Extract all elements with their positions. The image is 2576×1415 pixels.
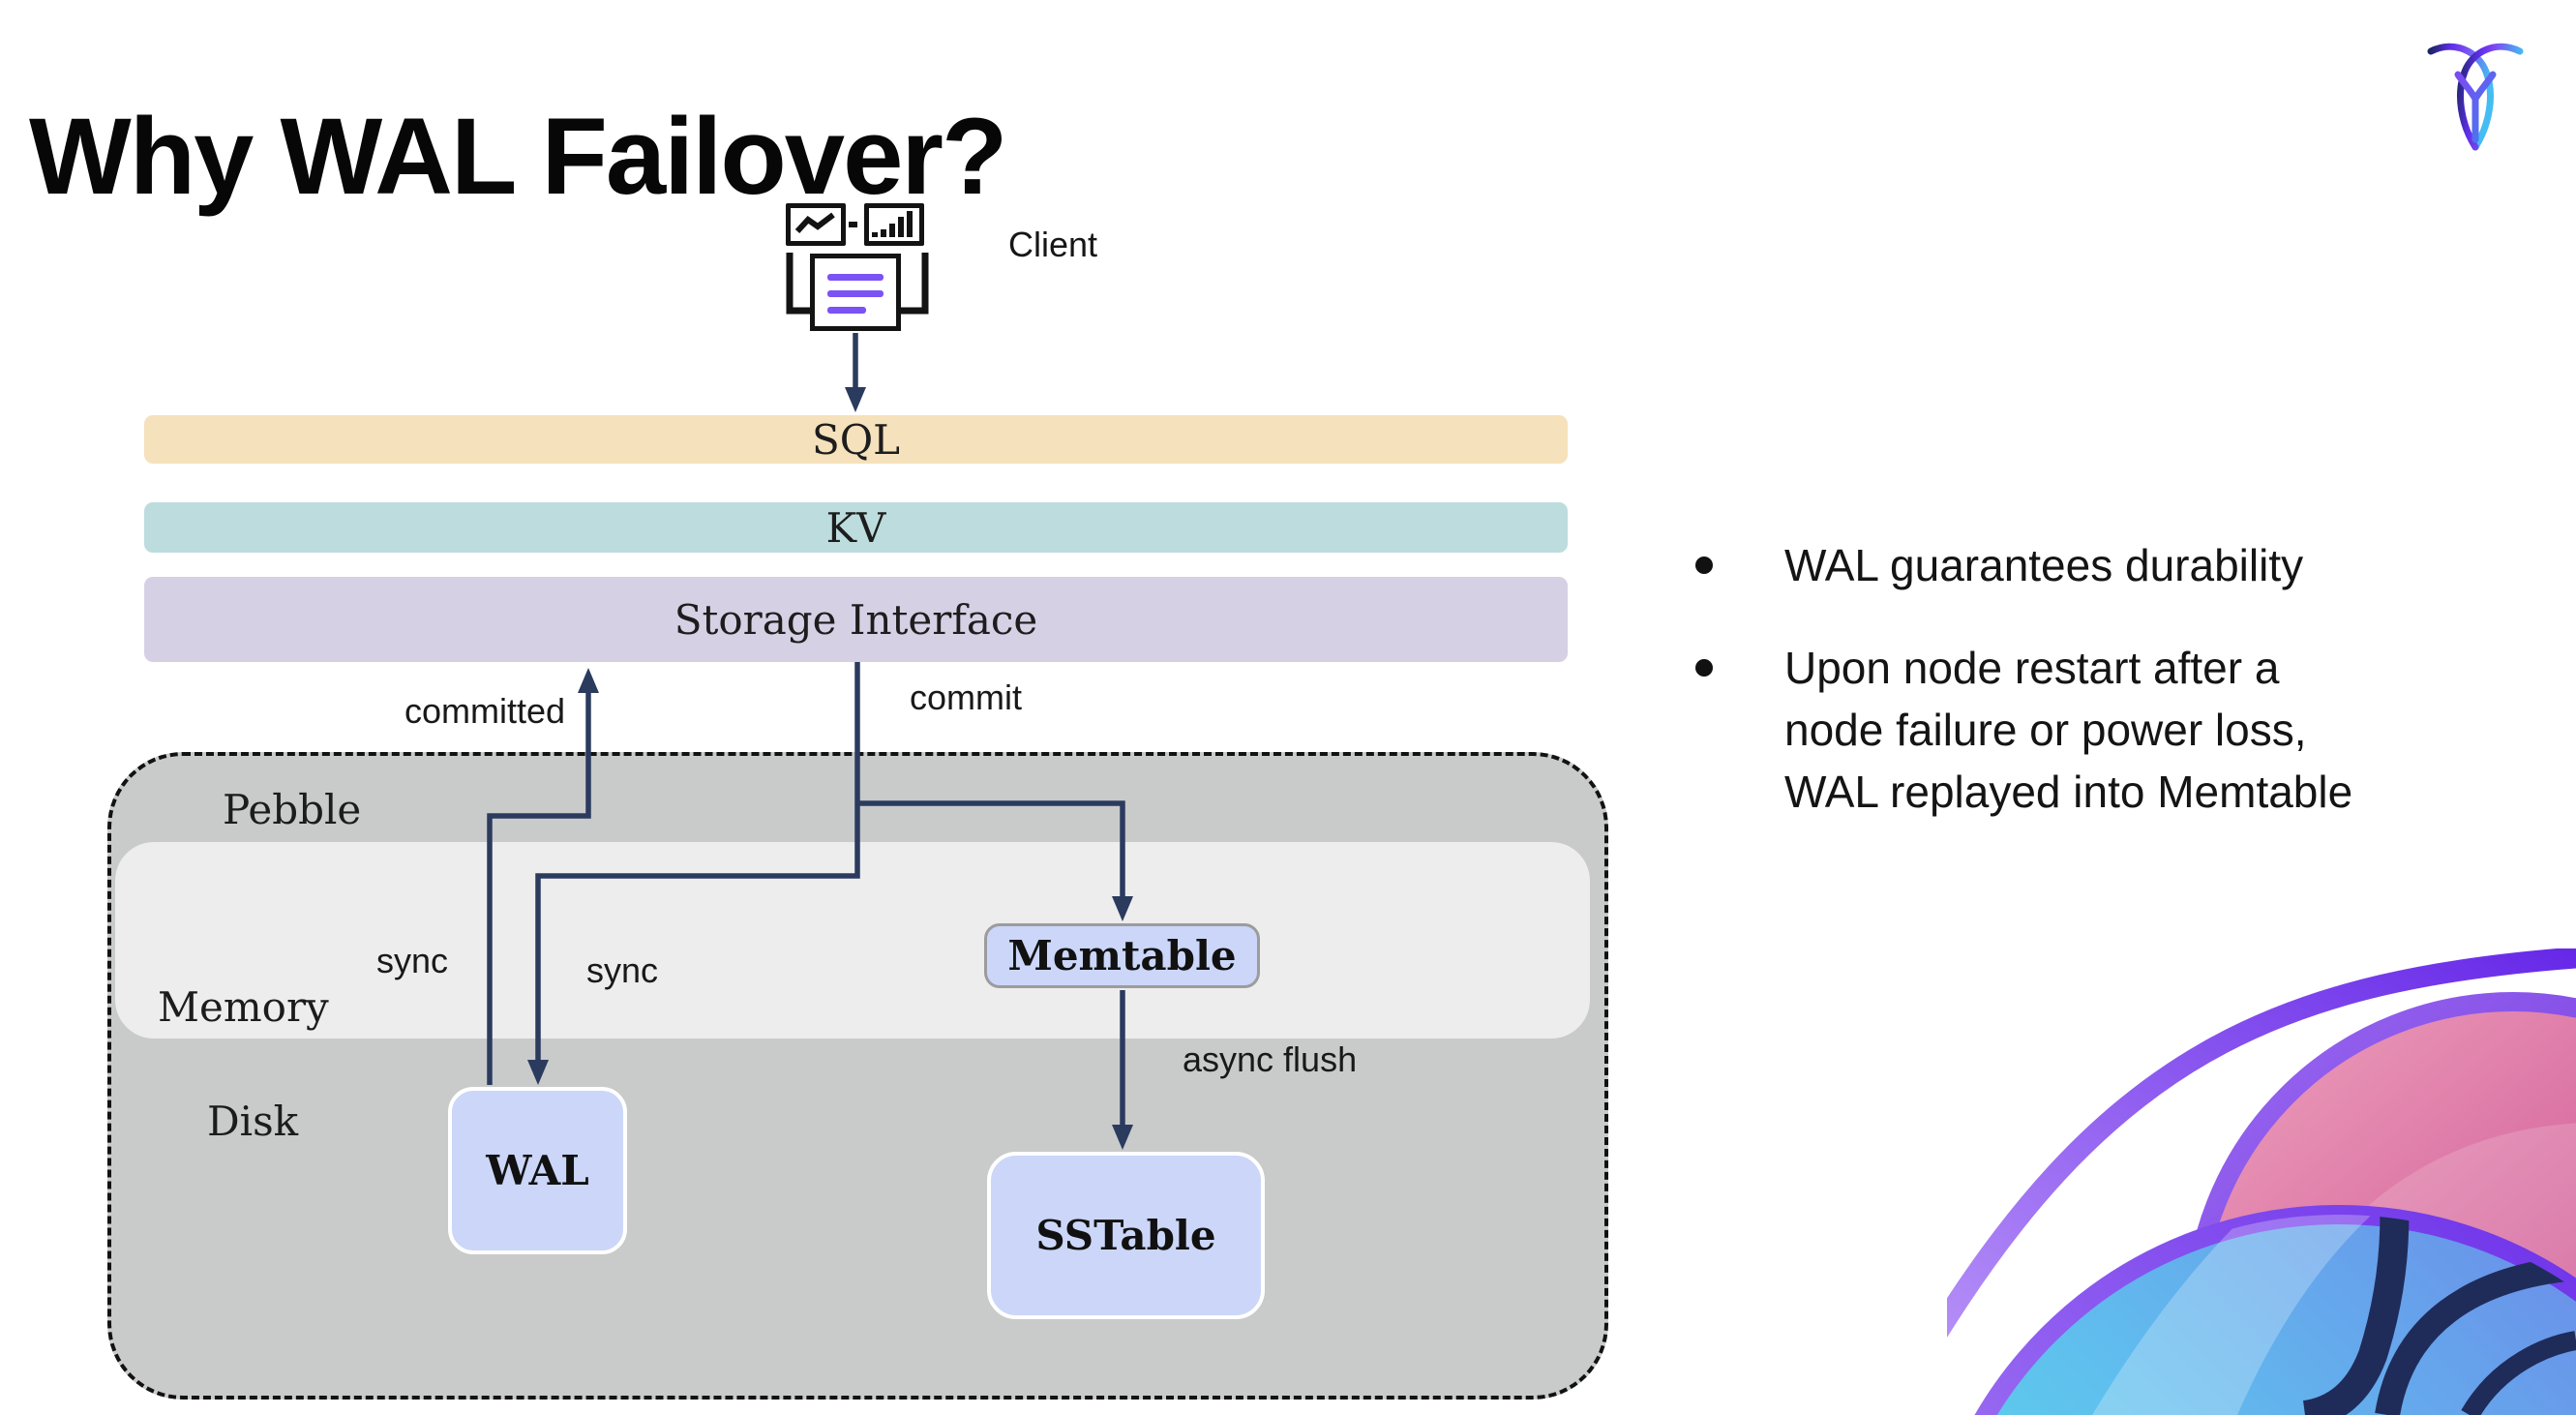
layer-bar-kv: KV: [144, 502, 1568, 553]
layer-label-kv: KV: [825, 503, 886, 552]
client-label: Client: [1008, 225, 1098, 264]
brand-graphic: [1947, 948, 2576, 1415]
layer-label-sql: SQL: [811, 415, 901, 464]
bullet-dot: [1695, 557, 1713, 574]
document-icon: [810, 254, 901, 331]
memtable-box: Memtable: [984, 923, 1260, 988]
bar-chart-icon: [864, 203, 924, 246]
arrowhead-sql: [845, 387, 866, 412]
memory-band: [115, 842, 1590, 1039]
layer-label-storage-interface: Storage Interface: [674, 595, 1038, 644]
sync-wal-edge-label: sync: [376, 941, 449, 980]
bullet-text-replay: Upon node restart after a node failure o…: [1784, 643, 2353, 817]
arrowhead-storage: [578, 668, 599, 693]
bullet-text-durability: WAL guarantees durability: [1784, 540, 2304, 590]
page-title: Why WAL Failover?: [29, 96, 1007, 218]
sync-commit-edge-label: sync: [586, 950, 659, 990]
layer-bar-sql: SQL: [144, 415, 1568, 464]
cockroachdb-logo-icon: [2427, 43, 2524, 151]
wal-box: WAL: [448, 1087, 627, 1254]
wal-label: WAL: [486, 1147, 589, 1194]
bullet-list: WAL guarantees durability Upon node rest…: [1695, 534, 2489, 863]
sstable-box: SSTable: [987, 1152, 1265, 1319]
layer-bar-storage-interface: Storage Interface: [144, 577, 1568, 662]
bullet-item: WAL guarantees durability: [1695, 534, 2489, 596]
dash-connector: [849, 222, 857, 227]
bullet-dot: [1695, 659, 1713, 677]
pebble-label: Pebble: [223, 786, 362, 833]
async-flush-edge-label: async flush: [1183, 1039, 1358, 1079]
client-icon: [780, 198, 935, 334]
bullet-item: Upon node restart after a node failure o…: [1695, 637, 2489, 823]
memtable-label: Memtable: [1007, 932, 1237, 979]
commit-edge-label: commit: [910, 677, 1022, 717]
memory-label: Memory: [158, 983, 329, 1031]
disk-label: Disk: [207, 1098, 299, 1145]
bracket-icon: [786, 253, 929, 315]
committed-edge-label: committed: [404, 691, 566, 731]
line-chart-icon: [786, 203, 846, 246]
sstable-label: SSTable: [1035, 1212, 1216, 1259]
